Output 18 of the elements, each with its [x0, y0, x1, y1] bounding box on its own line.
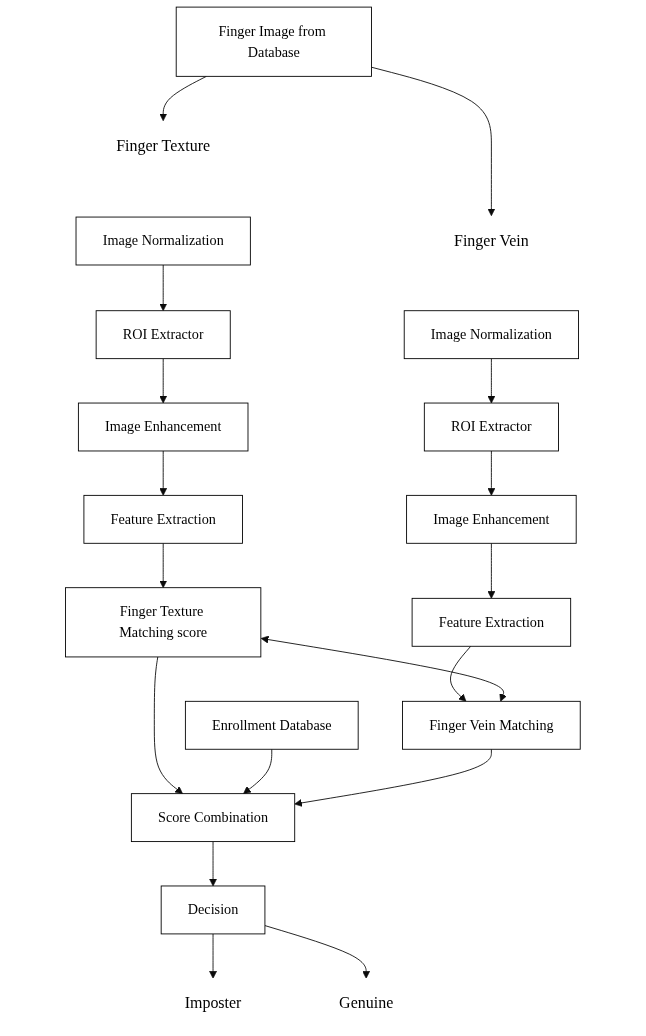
node-box: Feature Extraction [83, 494, 244, 544]
node-box: Enrollment Database [185, 700, 359, 750]
node-box: Finger Image from Database [175, 6, 373, 77]
node-box: Image Enhancement [406, 494, 577, 544]
node-text: Finger Vein [454, 231, 529, 250]
node-box: Decision [160, 885, 266, 935]
node-box: ROI Extractor [95, 310, 231, 360]
node-box: Finger Texture Matching score [65, 587, 262, 658]
node-box: Image Normalization [75, 216, 251, 266]
node-text: Imposter [184, 994, 242, 1013]
node-box: Image Enhancement [78, 402, 249, 452]
node-box: ROI Extractor [424, 402, 559, 452]
node-text: Finger Texture [116, 136, 211, 155]
node-box: Score Combination [131, 793, 296, 843]
node-box: Image Normalization [403, 310, 580, 360]
node-box: Finger Vein Matching [402, 700, 581, 750]
node-box: Feature Extraction [411, 597, 572, 647]
node-text: Genuine [339, 994, 394, 1013]
